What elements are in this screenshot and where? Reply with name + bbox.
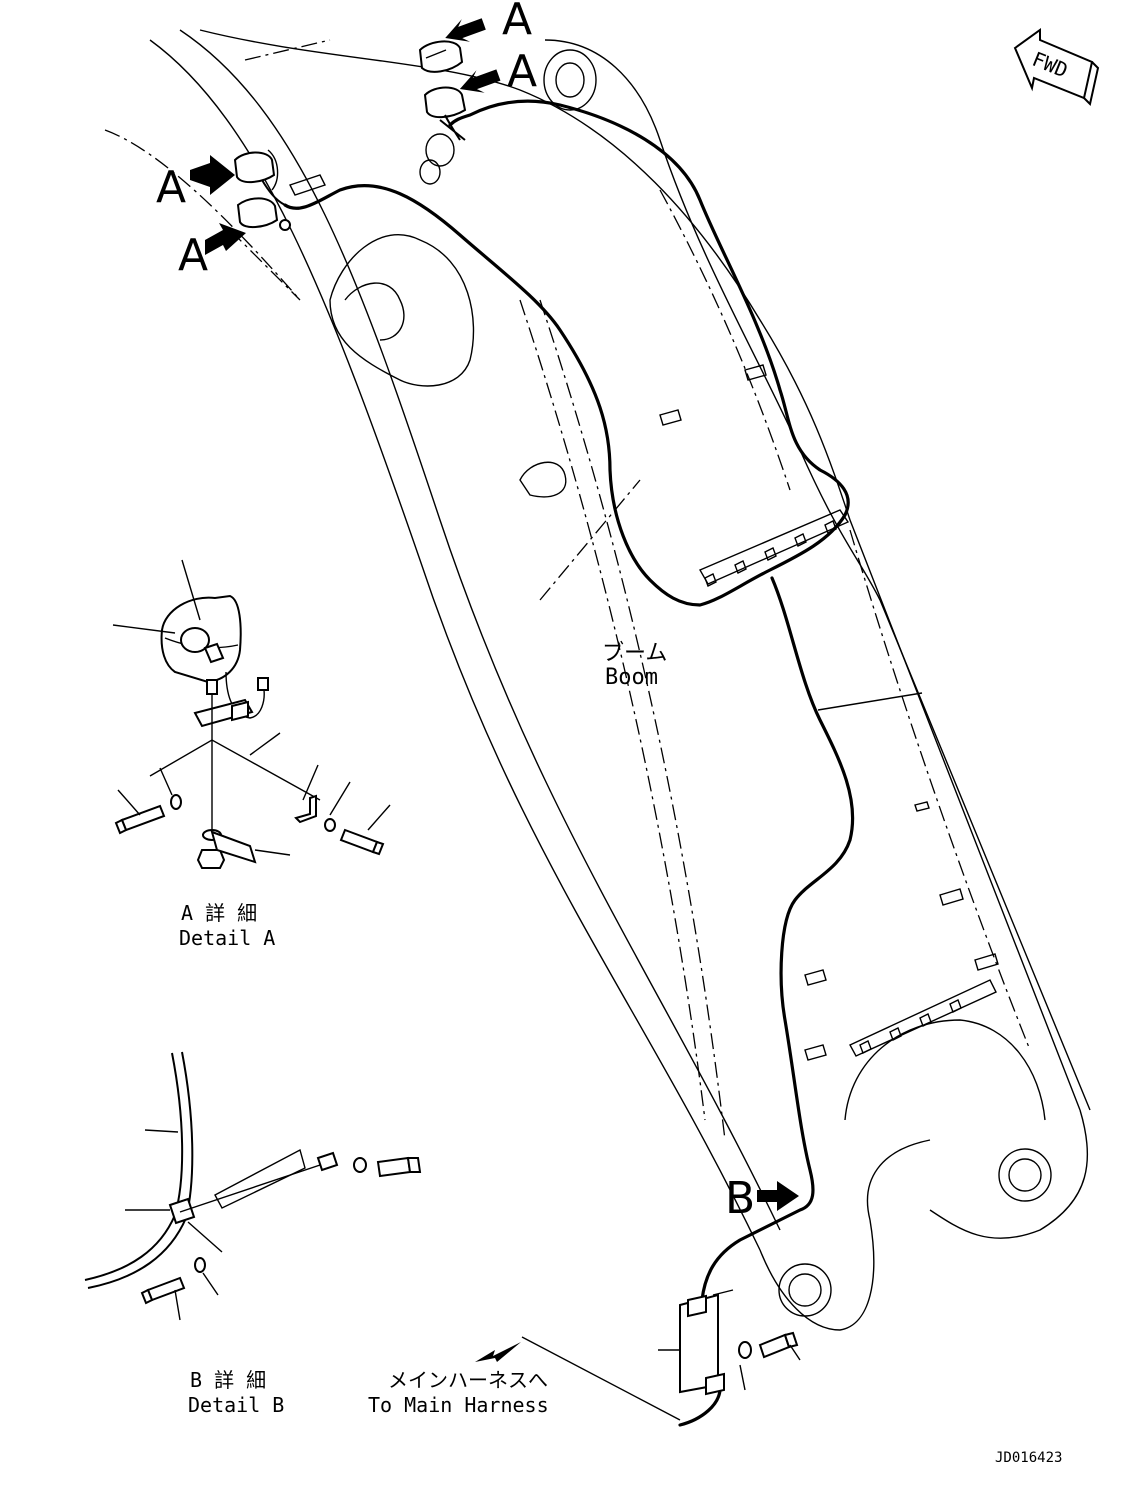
detail-b-assembly: [84, 1051, 422, 1321]
detail-a-title-en: Detail A: [179, 926, 275, 950]
detail-a-assembly: [112, 559, 391, 869]
boom-leader-line: [817, 692, 923, 711]
arrow-a-label-3: A: [156, 162, 186, 213]
lamp-left-upper: [233, 149, 279, 191]
fwd-arrow-icon: FWD: [1013, 28, 1100, 106]
lamp-left-lower: [236, 174, 326, 231]
main-harness-leader: [521, 1336, 681, 1421]
arrow-b-label: B: [725, 1173, 755, 1224]
detail-b-title-en: Detail B: [188, 1393, 284, 1417]
detail-b-title-jp: B 詳 細: [190, 1368, 266, 1392]
lamp-top-lower: [423, 86, 467, 141]
boom-clamp-row: [659, 364, 999, 1061]
main-harness-label-jp: メインハーネスへ: [388, 1368, 548, 1392]
boom-label-en: Boom: [605, 665, 658, 690]
detail-a-title-jp: A 詳 細: [181, 901, 257, 925]
arrow-a-label-4: A: [178, 230, 208, 281]
boom-label-jp: ブーム: [602, 641, 667, 666]
callout-arrows: [190, 18, 799, 1211]
lamp-top-upper: [418, 40, 464, 73]
drawing-id: JD016423: [995, 1450, 1062, 1466]
harness-cable: [261, 99, 855, 1427]
boom-structure: [104, 29, 1091, 1331]
main-harness-label-en: To Main Harness: [368, 1393, 549, 1417]
fwd-label: FWD: [1029, 47, 1071, 83]
main-harness-arrow-icon: [475, 1342, 521, 1362]
harness-end-bracket: [658, 1289, 801, 1396]
arrow-a-label-2: A: [507, 46, 537, 97]
arrow-a-label-1: A: [502, 0, 532, 45]
